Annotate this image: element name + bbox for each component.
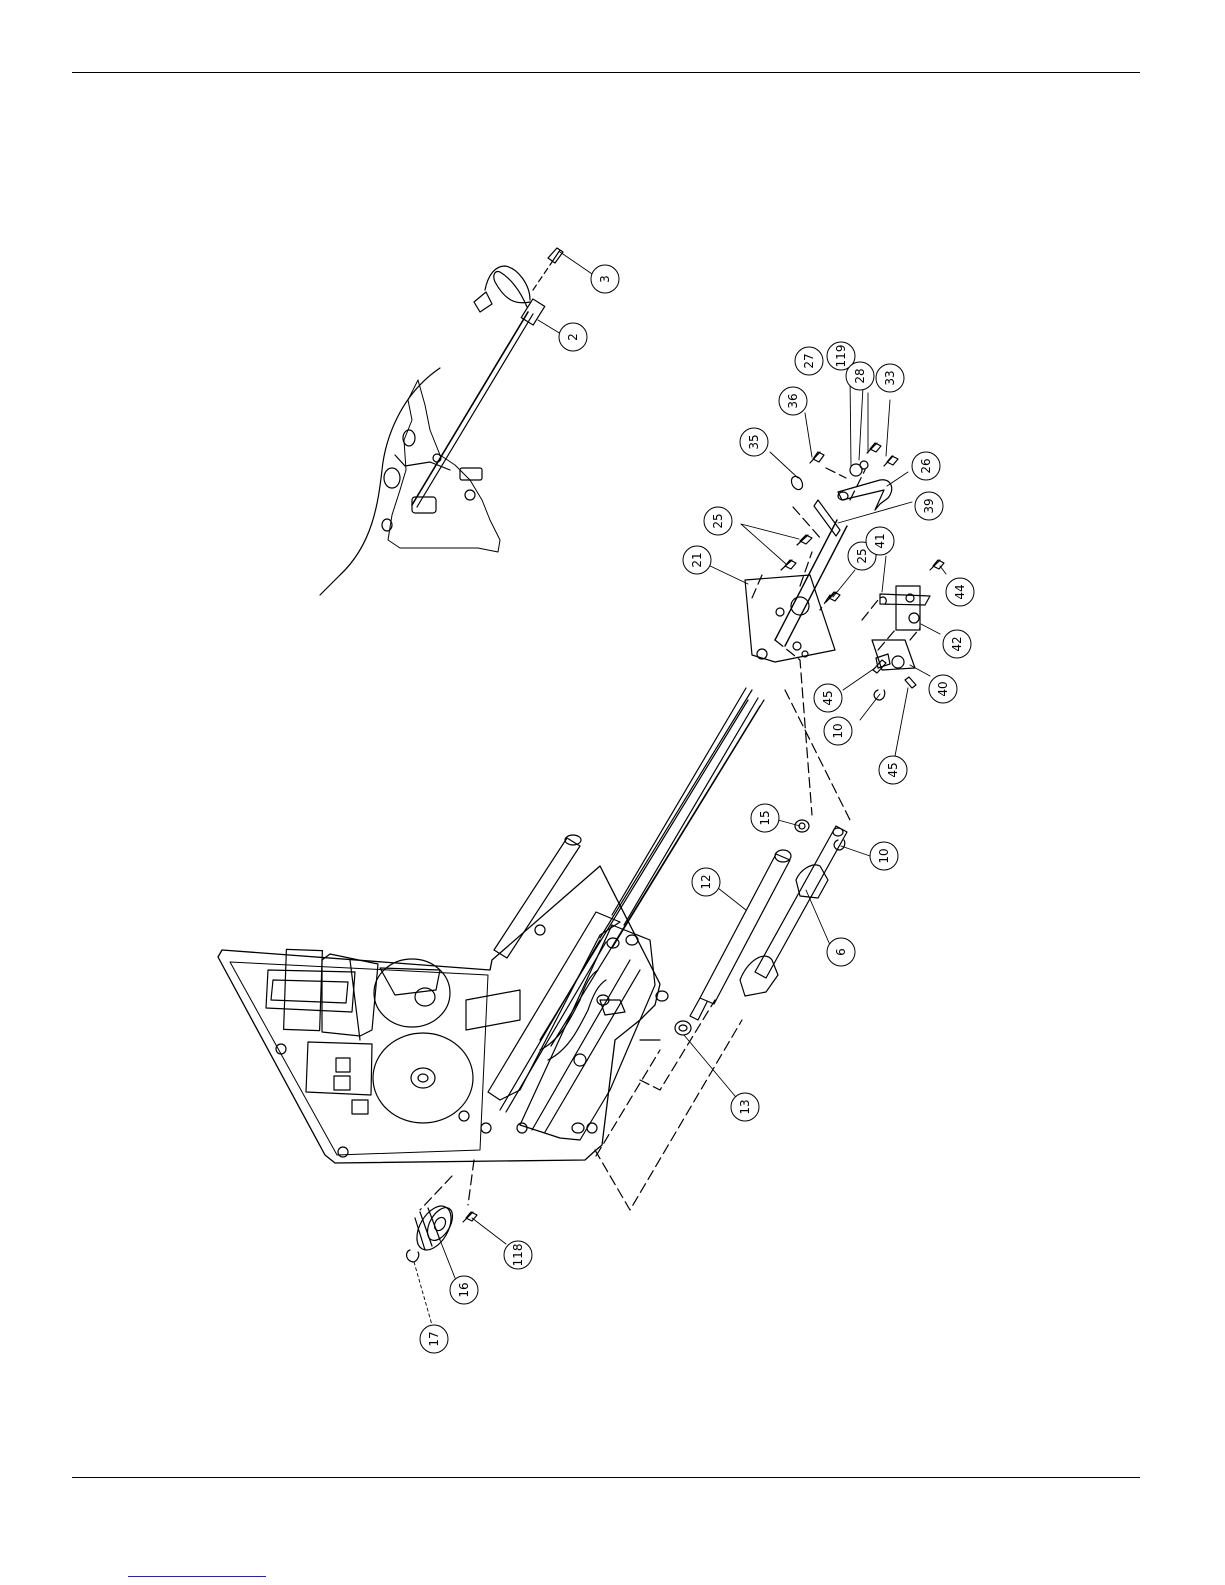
callout-c25a: 25 bbox=[704, 507, 732, 535]
callout-c10a: 10 bbox=[824, 717, 852, 745]
callout-number: 118 bbox=[511, 1244, 525, 1267]
callout-c15: 15 bbox=[751, 804, 779, 832]
callout-c27: 27 bbox=[795, 347, 823, 375]
callout-number: 25 bbox=[711, 513, 725, 528]
callout-c36: 36 bbox=[779, 387, 807, 415]
callout-c41: 41 bbox=[866, 527, 894, 555]
callout-c21: 21 bbox=[683, 546, 711, 574]
callout-number: 2 bbox=[566, 333, 580, 341]
callout-c6: 6 bbox=[827, 938, 855, 966]
callout-number: 41 bbox=[873, 533, 887, 548]
long-shafts bbox=[540, 520, 847, 1046]
callout-c12: 12 bbox=[692, 868, 720, 896]
callout-number: 6 bbox=[834, 948, 848, 956]
callout-number: 16 bbox=[457, 1282, 471, 1297]
callout-c10b: 10 bbox=[870, 842, 898, 870]
callout-number: 17 bbox=[427, 1331, 441, 1346]
callout-number: 40 bbox=[936, 681, 950, 696]
callout-c26: 26 bbox=[912, 452, 940, 480]
callout-number: 44 bbox=[953, 584, 967, 599]
callout-c35: 35 bbox=[740, 428, 768, 456]
callout-c39: 39 bbox=[915, 492, 943, 520]
inset-detail bbox=[320, 248, 563, 595]
callout-number: 33 bbox=[883, 370, 897, 385]
callout-c3: 3 bbox=[591, 265, 619, 293]
callout-c45a: 45 bbox=[814, 684, 842, 712]
callout-number: 25 bbox=[855, 548, 869, 563]
bracket-21 bbox=[745, 575, 835, 662]
callout-c2: 2 bbox=[559, 323, 587, 351]
callout-number: 15 bbox=[758, 810, 772, 825]
main-chassis bbox=[218, 835, 668, 1163]
callout-number: 26 bbox=[919, 458, 933, 473]
exploded-lines bbox=[420, 468, 920, 1210]
callout-number: 21 bbox=[690, 552, 704, 567]
callout-c118: 118 bbox=[504, 1241, 532, 1269]
callout-number: 39 bbox=[922, 498, 936, 513]
callout-number: 28 bbox=[853, 368, 867, 383]
callout-number: 42 bbox=[950, 636, 964, 651]
callout-number: 35 bbox=[747, 434, 761, 449]
leader-lines bbox=[414, 252, 946, 1325]
callout-c28: 28 bbox=[846, 362, 874, 390]
callout-c17: 17 bbox=[420, 1325, 448, 1353]
callout-number: 3 bbox=[598, 275, 612, 283]
callout-number: 10 bbox=[877, 848, 891, 863]
callout-number: 10 bbox=[831, 723, 845, 738]
callout-c42: 42 bbox=[943, 630, 971, 658]
callout-number: 45 bbox=[821, 690, 835, 705]
callout-c16: 16 bbox=[450, 1276, 478, 1304]
callout-number: 119 bbox=[834, 345, 848, 368]
callout-c33: 33 bbox=[876, 364, 904, 392]
callout-c13: 13 bbox=[731, 1093, 759, 1121]
callout-number: 13 bbox=[738, 1099, 752, 1114]
callout-number: 12 bbox=[699, 874, 713, 889]
callout-c44: 44 bbox=[946, 578, 974, 606]
callout-number: 36 bbox=[786, 393, 800, 408]
callout-c40: 40 bbox=[929, 675, 957, 703]
callout-number: 27 bbox=[802, 353, 816, 368]
callout-c45b: 45 bbox=[879, 756, 907, 784]
callout-number: 45 bbox=[886, 762, 900, 777]
